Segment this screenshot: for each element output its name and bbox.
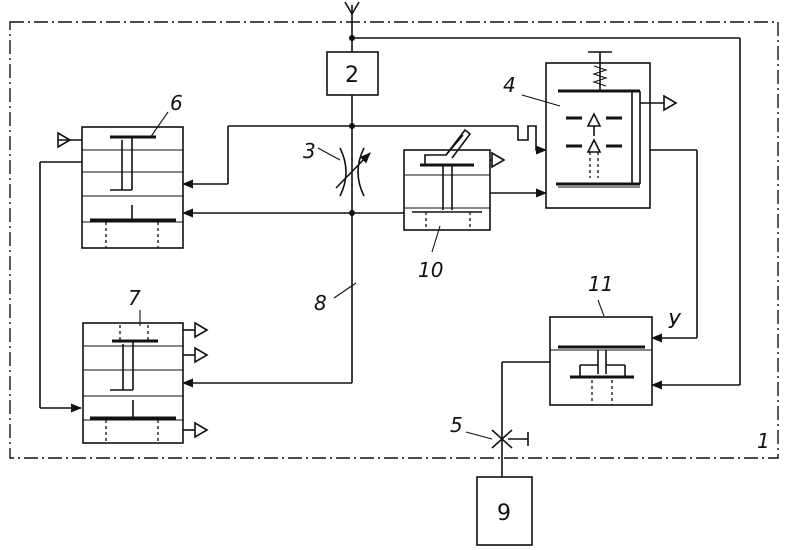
element-7: 7 bbox=[83, 286, 207, 443]
label-5: 5 bbox=[450, 413, 463, 437]
element-4: 4 bbox=[503, 52, 676, 208]
label-11: 11 bbox=[588, 272, 613, 296]
throttle-3: 3 bbox=[303, 139, 370, 196]
label-1: 1 bbox=[757, 429, 770, 453]
block-2: 2 bbox=[327, 52, 378, 95]
element-10: 10 bbox=[404, 130, 504, 282]
element-11: 11 bbox=[550, 272, 652, 405]
element-6: 6 bbox=[58, 91, 183, 248]
label-10: 10 bbox=[418, 258, 443, 282]
block-9-label: 9 bbox=[497, 501, 511, 526]
signal-u-label: У bbox=[668, 309, 682, 333]
label-3: 3 bbox=[303, 139, 316, 163]
block-2-label: 2 bbox=[345, 63, 359, 88]
label-8: 8 bbox=[314, 291, 327, 315]
label-4: 4 bbox=[503, 73, 516, 97]
label-7: 7 bbox=[128, 286, 141, 310]
label-6: 6 bbox=[170, 91, 183, 115]
block-9: 9 bbox=[477, 477, 532, 545]
valve-5: 5 bbox=[450, 413, 528, 448]
